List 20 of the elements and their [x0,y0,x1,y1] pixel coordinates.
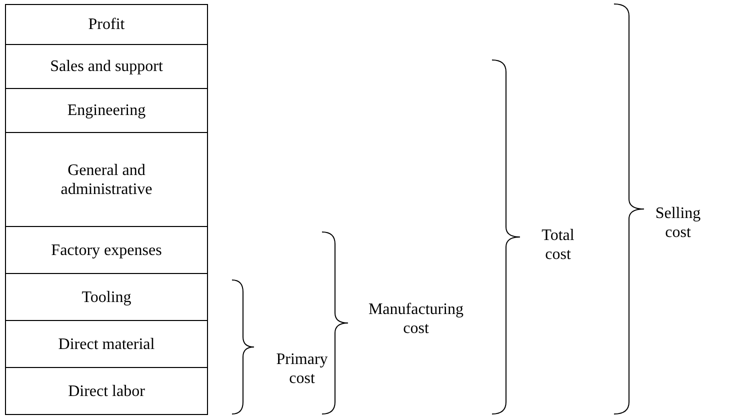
layer-label: Direct material [58,334,155,354]
cost-layer-box [5,367,208,415]
layer-label: Sales and support [50,57,163,76]
cost-layer-box [5,273,208,321]
bracket-label: Total cost [540,226,576,264]
cost-layer-box [5,4,208,45]
cost-layer-box [5,44,208,89]
layer-label: Factory expenses [51,240,162,260]
bracket-label: Selling cost [654,204,702,242]
layer-label: Profit [88,15,125,34]
layer-label: Tooling [82,288,132,306]
layer-label: General and administrative [60,160,154,198]
cost-layer-box [5,88,208,133]
cost-layer-box [5,132,208,227]
bracket-label: Primary cost [275,350,329,388]
layer-label: Direct labor [68,382,145,400]
layer-label: Engineering [67,101,146,120]
bracket-label: Manufacturing cost [367,300,465,338]
cost-layer-box [5,320,208,368]
cost-layer-box [5,226,208,274]
